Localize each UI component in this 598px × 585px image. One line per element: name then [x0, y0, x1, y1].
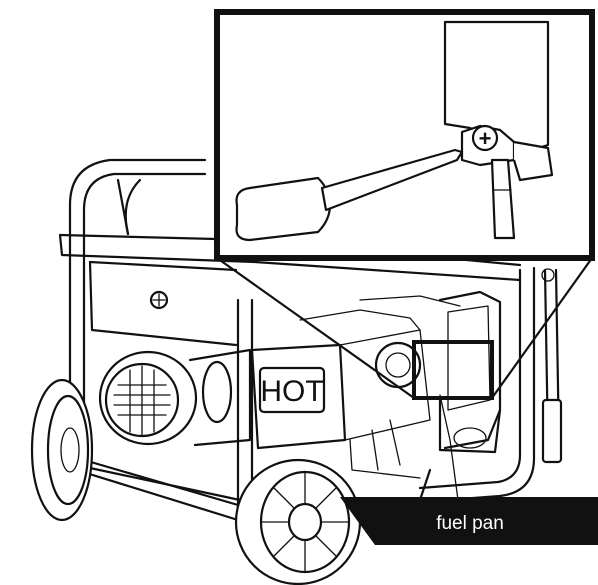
- hot-label-text: HOT: [260, 375, 323, 408]
- inset-detail: +: [214, 9, 595, 261]
- hot-warning-label: HOT: [258, 366, 326, 414]
- callout-leader-line: [439, 394, 459, 501]
- screwdriver-icon: [235, 148, 464, 242]
- tank-cap-icon: [149, 290, 169, 310]
- front-wheel: [234, 458, 362, 585]
- zoom-line-left: [215, 256, 416, 400]
- handle-bar: [541, 268, 563, 464]
- tubular-frame: [68, 158, 536, 522]
- alternator-cover: [98, 348, 252, 447]
- fuel-pan-highlight-box: [412, 340, 494, 400]
- zoom-line-right: [490, 256, 594, 400]
- engine-block: [250, 295, 461, 479]
- fuel-pan-callout: fuel pan: [340, 394, 598, 545]
- callout-label-background: [340, 497, 598, 545]
- callout-label-text: fuel pan: [436, 513, 504, 534]
- rear-wheel: [30, 378, 94, 522]
- screw-symbol-text: +: [479, 126, 492, 151]
- drain-screw-icon: +: [471, 124, 499, 152]
- generator-illustration: HOT: [30, 158, 594, 585]
